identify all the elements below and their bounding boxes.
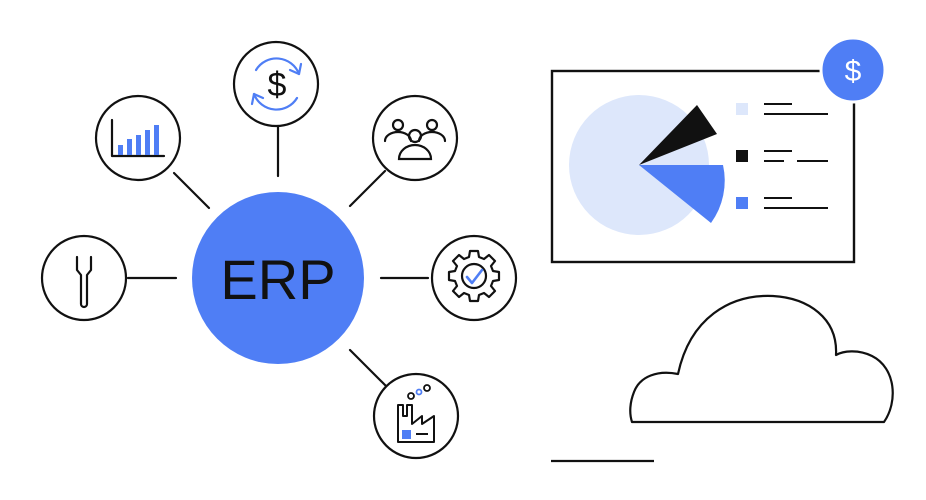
erp-label: ERP	[220, 248, 335, 311]
bar-chart-icon	[94, 94, 182, 182]
dashboard-panel: $	[550, 36, 887, 264]
dollar-badge: $	[819, 36, 887, 104]
dollar-glyph: $	[268, 66, 287, 104]
panel-legend	[736, 103, 828, 209]
pie-chart	[569, 95, 725, 235]
connector-top-right	[348, 169, 387, 208]
wrench-icon	[40, 234, 128, 322]
factory-icon	[372, 372, 460, 460]
pie-slice-blue	[639, 165, 725, 223]
legend-marker-blue	[736, 197, 748, 209]
gear-check-icon	[430, 234, 518, 322]
legend-marker-black	[736, 150, 748, 162]
connector-bottom-right	[348, 348, 390, 390]
currency-exchange-icon: $	[232, 40, 320, 128]
badge-dollar-glyph: $	[845, 55, 862, 88]
team-icon	[371, 94, 459, 182]
connector-top-left	[172, 171, 211, 210]
hub-connectors	[126, 125, 430, 390]
pie-slice-black	[639, 105, 717, 165]
erp-hub: ERP	[192, 192, 364, 364]
legend-marker-light	[736, 103, 748, 115]
cloud-shape	[629, 294, 894, 424]
